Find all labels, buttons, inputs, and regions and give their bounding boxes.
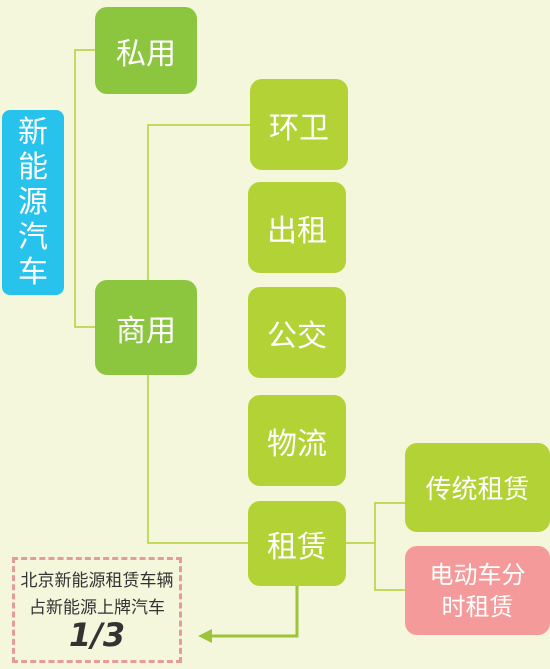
node-private: 私用: [95, 7, 197, 94]
connector-commercial-top: [147, 124, 250, 280]
node-sanitation-label: 环卫: [269, 110, 329, 146]
node-private-label: 私用: [116, 36, 176, 72]
node-taxi-label: 出租: [267, 213, 327, 249]
node-taxi: 出租: [248, 182, 346, 273]
callout-fraction: 1/3: [68, 616, 126, 654]
root-node: 新能源汽车: [2, 110, 64, 295]
node-logistics: 物流: [248, 395, 346, 486]
node-leasing-label: 租赁: [267, 529, 327, 565]
node-sanitation: 环卫: [250, 79, 348, 170]
node-ev-sharing: 电动车分时租赁: [405, 546, 550, 635]
connector-commercial-bottom: [147, 375, 248, 544]
node-ev-sharing-label: 电动车分时租赁: [429, 560, 526, 621]
node-logistics-label: 物流: [267, 426, 327, 462]
node-traditional-leasing: 传统租赁: [405, 443, 550, 532]
connector-root: [74, 49, 95, 328]
node-leasing: 租赁: [248, 501, 346, 586]
callout-arrowhead: [198, 629, 212, 643]
connector-leasing: [346, 502, 405, 591]
callout-arrow-line: [210, 586, 299, 638]
node-traditional-leasing-label: 传统租赁: [425, 475, 530, 505]
node-bus: 公交: [248, 287, 346, 378]
root-label: 新能源汽车: [18, 115, 48, 290]
node-commercial-label: 商用: [116, 313, 176, 349]
node-bus-label: 公交: [267, 318, 327, 354]
node-commercial: 商用: [95, 280, 197, 375]
callout-text: 北京新能源租赁车辆占新能源上牌汽车: [20, 571, 174, 618]
callout-box: 北京新能源租赁车辆占新能源上牌汽车1/3: [12, 557, 182, 663]
